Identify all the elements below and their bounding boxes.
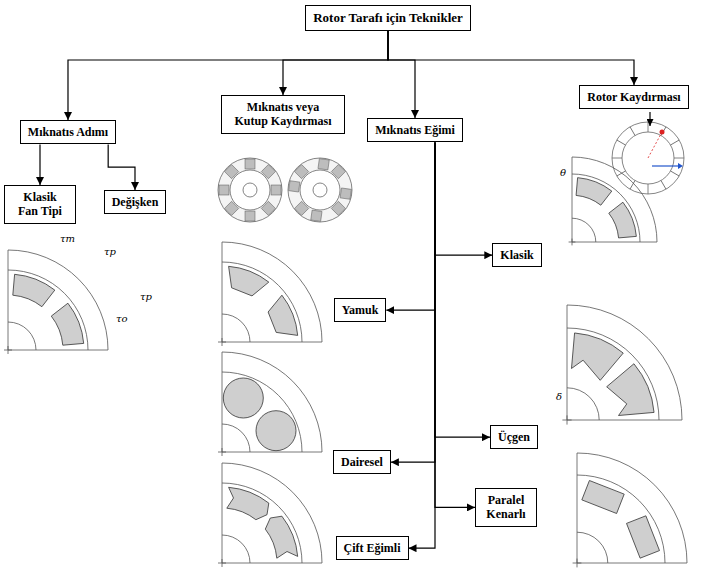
process-box: Yamuk <box>334 298 387 322</box>
process-box: Çift Eğimli <box>336 536 409 560</box>
box-label: Mıknatıs Eğimi <box>375 123 455 137</box>
classic-skew-sector <box>569 157 657 245</box>
pole-shift-rotor <box>288 158 352 222</box>
magnet <box>268 295 298 335</box>
magnet <box>571 333 623 380</box>
symbol-label: τo <box>116 314 128 324</box>
box-label: Klasik <box>500 248 533 262</box>
connector <box>391 142 435 462</box>
box-label: Mıknatıs veya Kutup Kaydırması <box>229 100 337 129</box>
connector <box>108 144 135 190</box>
symbol-label: θ <box>560 168 566 178</box>
sector-frame <box>4 250 108 354</box>
rotor-core <box>622 132 674 184</box>
slot-lines <box>612 122 684 194</box>
process-box: Klasik <box>492 243 541 267</box>
symbol-label: τp <box>140 292 152 302</box>
connector <box>283 31 388 95</box>
box-label: Paralel Kenarlı <box>483 493 529 522</box>
rotor-core <box>300 170 340 210</box>
connector <box>409 142 436 548</box>
shift-arrowhead <box>678 163 683 169</box>
rotor-outline <box>218 158 282 222</box>
sector-frame <box>218 352 322 456</box>
sector-frame <box>573 453 687 567</box>
magnet <box>582 481 624 514</box>
shift-line <box>648 132 662 158</box>
process-box: Mıknatıs Eğimi <box>367 118 463 142</box>
trapezoid-sector <box>218 242 322 346</box>
connector <box>39 144 40 185</box>
magnet <box>609 202 637 238</box>
process-box: Paralel Kenarlı <box>475 488 537 527</box>
symbol-label: δ <box>556 392 562 402</box>
connector <box>386 142 435 310</box>
shaft <box>243 183 257 197</box>
connector <box>435 142 492 255</box>
rotor-outline <box>288 158 352 222</box>
shift-arrow <box>652 165 678 166</box>
magnet <box>227 487 269 519</box>
sector-frame <box>218 242 322 346</box>
magnet-set <box>289 159 352 222</box>
pole-shift-rotor <box>218 158 282 222</box>
shaft <box>313 183 327 197</box>
magnet <box>256 411 296 451</box>
process-box: Dairesel <box>333 450 391 474</box>
symbol-label: τp <box>104 247 116 257</box>
symbol-label: τm <box>60 234 75 244</box>
box-label: Mıknatıs Adımı <box>28 125 108 139</box>
magnet-set <box>219 159 281 221</box>
connector <box>435 142 475 507</box>
circular-sector <box>218 352 322 456</box>
process-box: Mıknatıs Adımı <box>20 120 116 144</box>
magnet <box>223 378 263 418</box>
connector <box>388 31 415 118</box>
box-label: Değişken <box>112 195 159 209</box>
shift-dot <box>660 130 665 135</box>
rotor-shift-figure <box>612 122 684 194</box>
magnet <box>576 178 612 206</box>
sector-frame <box>569 157 657 245</box>
box-label: Yamuk <box>342 303 379 317</box>
box-label: Çift Eğimli <box>344 541 401 555</box>
connector <box>435 142 490 437</box>
sector-frame <box>218 463 322 567</box>
connector <box>388 31 634 85</box>
rotor-outline <box>612 122 684 194</box>
triangular-sector <box>562 305 682 425</box>
process-box: Değişken <box>104 190 167 214</box>
magnet <box>265 516 297 558</box>
magnet <box>51 303 83 345</box>
sector-frame <box>562 305 682 425</box>
rotor-core <box>230 170 270 210</box>
process-box: Mıknatıs veya Kutup Kaydırması <box>221 95 345 134</box>
process-box: Klasik Fan Tipi <box>4 185 76 224</box>
process-box: Rotor Kaydırması <box>579 85 688 109</box>
double-skew-sector <box>218 463 322 567</box>
magnet <box>13 274 55 306</box>
leader-arrow <box>649 112 650 126</box>
magnet <box>627 516 660 558</box>
process-box: Rotor Tarafı için Teknikler <box>305 5 471 31</box>
box-label: Dairesel <box>341 455 383 469</box>
box-label: Klasik Fan Tipi <box>12 190 68 219</box>
parallel-edge-sector <box>573 453 687 567</box>
magnet <box>229 266 269 296</box>
fan-type-sector <box>4 250 108 354</box>
magnet <box>607 364 654 416</box>
box-label: Rotor Tarafı için Teknikler <box>313 10 463 26</box>
process-box: Üçgen <box>490 425 538 449</box>
box-label: Rotor Kaydırması <box>587 90 680 104</box>
box-label: Üçgen <box>498 430 530 444</box>
